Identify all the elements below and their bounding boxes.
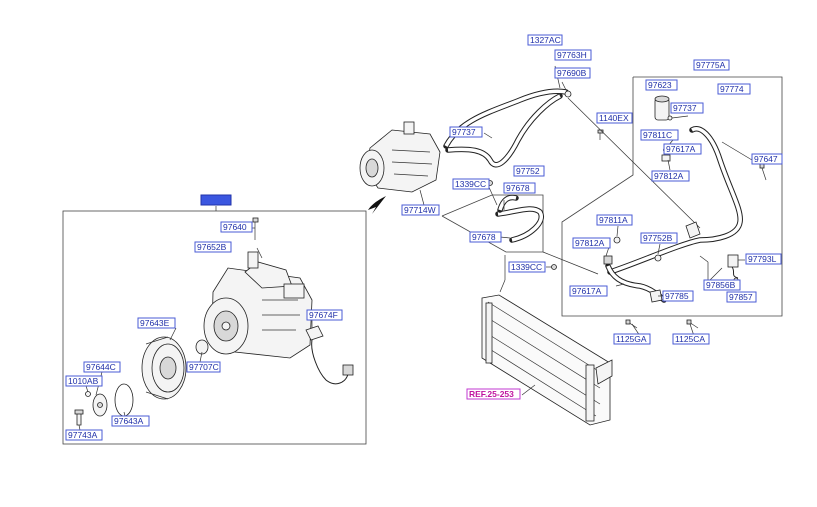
part-number: 1125CA: [675, 334, 705, 344]
part-number: 97775A: [696, 60, 726, 70]
part-label-ref[interactable]: REF.25-253: [466, 388, 521, 400]
part-label-97812ab[interactable]: 97812A: [572, 237, 611, 249]
part-label-97678a[interactable]: 97678: [503, 182, 536, 194]
part-number: 97643A: [114, 416, 144, 426]
part-label-1125ca[interactable]: 1125CA: [672, 333, 710, 345]
part-label-97643e[interactable]: 97643E: [137, 317, 176, 329]
part-number: 97812A: [654, 171, 684, 181]
part-label-1140ex[interactable]: 1140EX: [596, 112, 633, 124]
part-label-1125gaa[interactable]: 1125GA: [613, 333, 651, 345]
part-label-97640[interactable]: 97640: [220, 221, 253, 233]
compressor-exploded-view: [74, 217, 354, 431]
discharge-hose: [441, 180, 599, 275]
part-number: 1010AB: [68, 376, 99, 386]
part-label-97623[interactable]: 97623: [645, 79, 678, 91]
part-number: 97743A: [68, 430, 98, 440]
part-number: 97678: [506, 183, 530, 193]
part-number: 97857: [729, 292, 753, 302]
part-number: 97647: [754, 154, 778, 164]
part-number: 97793L: [748, 254, 777, 264]
part-label-97774[interactable]: 97774: [717, 83, 751, 95]
part-label-97743a[interactable]: 97743A: [65, 429, 103, 441]
part-number: 1140EX: [599, 113, 629, 123]
part-number: 97856B: [706, 280, 736, 290]
part-number: 97674F: [309, 310, 338, 320]
part-number: 97811A: [599, 215, 628, 225]
part-number: 97811C: [643, 130, 672, 140]
part-number: 97752B: [643, 233, 673, 243]
part-number: 97737: [673, 103, 697, 113]
part-number: 97617A: [572, 286, 602, 296]
part-label-97707c[interactable]: 97707C: [186, 361, 221, 373]
part-label-97690b[interactable]: 97690B: [554, 67, 591, 79]
part-number: 97714W: [404, 205, 436, 215]
compressor-overview: [359, 121, 441, 214]
part-number: 97617A: [666, 144, 696, 154]
part-label-97701[interactable]: 97701: [200, 194, 232, 206]
part-label-97644c[interactable]: 97644C: [83, 361, 121, 373]
part-number: 1339CC: [455, 179, 486, 189]
compressor-detail-frame: [62, 210, 367, 445]
part-number: 1327AC: [530, 35, 561, 45]
part-number: 97737: [452, 127, 476, 137]
part-label-97811c[interactable]: 97811C: [640, 129, 679, 141]
part-label-97674f[interactable]: 97674F: [306, 309, 343, 321]
part-label-97647[interactable]: 97647: [751, 153, 783, 165]
part-label-97752[interactable]: 97752: [513, 165, 545, 177]
part-number: 97623: [648, 80, 672, 90]
part-label-1339cca[interactable]: 1339CC: [452, 178, 490, 190]
part-number: 97678: [472, 232, 496, 242]
part-number: 97774: [720, 84, 744, 94]
part-label-97617ab[interactable]: 97617A: [569, 285, 608, 297]
part-label-97775a[interactable]: 97775A: [693, 59, 730, 71]
part-label-97856b[interactable]: 97856B: [703, 279, 741, 291]
part-number: 97690B: [557, 68, 587, 78]
part-number: 97701: [203, 195, 227, 205]
part-number: 1125GA: [616, 334, 647, 344]
part-number-labels: 97701 97640 97652B 97643E 97674F 97707C 97644C…: [65, 34, 783, 441]
part-number: 97652B: [197, 242, 227, 252]
part-label-97617aa[interactable]: 97617A: [663, 143, 702, 155]
condenser: [481, 255, 613, 426]
part-label-97737b[interactable]: 97737: [670, 102, 704, 114]
part-label-97652b[interactable]: 97652B: [194, 241, 232, 253]
part-label-1327ac[interactable]: 1327AC: [527, 34, 563, 46]
part-label-1010ab[interactable]: 1010AB: [65, 375, 103, 387]
part-label-97812aa[interactable]: 97812A: [651, 170, 690, 182]
part-number: 97644C: [86, 362, 116, 372]
part-label-97714w[interactable]: 97714W: [401, 204, 440, 216]
part-label-97811a[interactable]: 97811A: [596, 214, 633, 226]
part-label-97763h[interactable]: 97763H: [554, 49, 592, 61]
part-label-97643a[interactable]: 97643A: [111, 415, 150, 427]
part-label-97793l[interactable]: 97793L: [745, 253, 782, 265]
part-number: 97812A: [575, 238, 605, 248]
part-label-1339ccb[interactable]: 1339CC: [508, 261, 546, 273]
part-label-97857[interactable]: 97857: [726, 291, 757, 303]
part-number: 97752: [516, 166, 540, 176]
part-number: 97643E: [140, 318, 170, 328]
part-number: 97763H: [557, 50, 587, 60]
part-label-97785[interactable]: 97785: [662, 290, 694, 302]
part-number: 97785: [665, 291, 689, 301]
part-number: REF.25-253: [469, 389, 514, 399]
part-label-97752b[interactable]: 97752B: [640, 232, 678, 244]
part-label-97737a[interactable]: 97737: [449, 126, 483, 138]
part-number: 97640: [223, 222, 247, 232]
part-number: 97707C: [189, 362, 219, 372]
part-number: 1339CC: [511, 262, 542, 272]
tube-assembly-frame: [561, 76, 783, 317]
arrow-icon: [368, 196, 386, 214]
part-label-97678b[interactable]: 97678: [469, 231, 502, 243]
